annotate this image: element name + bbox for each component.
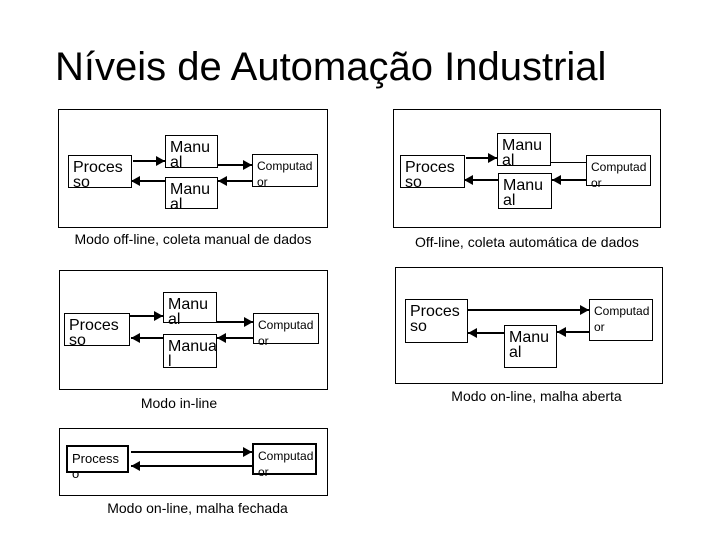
inline-manual-bottom-box: Manua l <box>163 334 217 370</box>
online-open-manual-box: Manu al <box>504 325 557 368</box>
inline-computer-box: Computad or <box>253 313 319 348</box>
offline-manual-computer-box: Computad or <box>252 154 318 189</box>
slide-title: Níveis de Automação Industrial <box>55 45 607 89</box>
line-manual-to-computer <box>551 162 586 163</box>
arrow-manual-to-process-icon <box>131 333 163 343</box>
arrow-manual-to-process-icon <box>131 176 165 186</box>
online-open-computer-box: Computad or <box>589 299 653 341</box>
arrow-process-to-computer-icon <box>468 305 589 315</box>
inline-manual-top-box: Manu al <box>163 292 217 328</box>
arrow-process-to-manual-icon <box>130 311 163 321</box>
arrow-manual-to-computer-icon <box>218 160 252 170</box>
offline-auto-computer-box: Computad or <box>586 155 651 190</box>
online-closed-computer-box: Computad or <box>252 443 317 479</box>
arrow-computer-to-process-icon <box>131 461 252 471</box>
arrow-process-to-manual-icon <box>466 153 497 163</box>
arrow-manual-to-process-icon <box>468 328 504 338</box>
arrow-computer-to-manual-icon <box>552 175 586 185</box>
online-closed-process-box: Process o <box>66 445 129 481</box>
offline-auto-manual-bottom-box: Manu al <box>498 173 552 209</box>
arrow-computer-to-manual-icon <box>557 327 589 337</box>
offline-manual-caption: Modo off-line, coleta manual de dados <box>74 231 312 247</box>
online-closed-caption: Modo on-line, malha fechada <box>107 500 288 516</box>
inline-caption: Modo in-line <box>140 395 218 411</box>
arrow-computer-to-manual-icon <box>218 176 252 186</box>
offline-auto-caption: Off-line, coleta automática de dados <box>415 234 639 250</box>
arrow-manual-to-computer-icon <box>217 317 253 327</box>
offline-manual-manual-bottom-box: Manu al <box>165 177 218 213</box>
offline-manual-manual-top-box: Manu al <box>165 135 218 171</box>
offline-auto-process-box: Proces so <box>400 155 465 191</box>
offline-manual-process-box: Proces so <box>68 155 132 191</box>
inline-process-box: Proces so <box>64 313 130 349</box>
offline-auto-manual-top-box: Manu al <box>497 133 551 169</box>
online-open-process-box: Proces so <box>405 299 468 343</box>
arrow-manual-to-process-icon <box>464 175 498 185</box>
arrow-process-to-computer-icon <box>131 447 252 457</box>
online-open-caption: Modo on-line, malha aberta <box>451 388 622 404</box>
arrow-process-to-manual-icon <box>133 156 165 166</box>
arrow-computer-to-manual-icon <box>217 333 253 343</box>
